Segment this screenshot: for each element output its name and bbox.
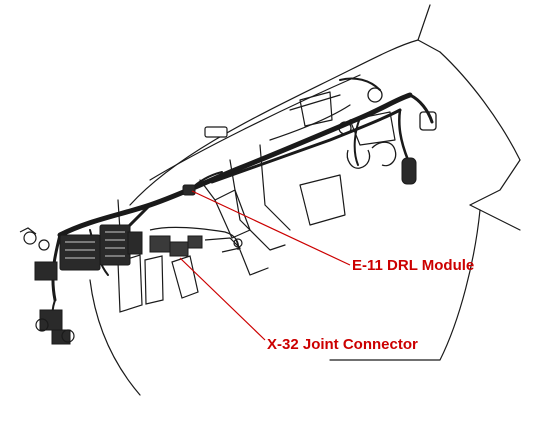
- center-connector-cluster: [149, 235, 203, 257]
- dashboard-outline: [89, 4, 521, 396]
- joint-connector-label: X-32 Joint Connector: [267, 336, 418, 353]
- pedals: [117, 254, 199, 313]
- drl-module: [182, 184, 196, 196]
- main-harness: [51, 77, 434, 341]
- left-connectors: [19, 227, 75, 343]
- joint-leader-line: [179, 257, 266, 341]
- right-plug: [401, 157, 417, 185]
- drl-module-label: E-11 DRL Module: [352, 257, 475, 274]
- center-wiring: [149, 226, 243, 253]
- junction-block: [34, 224, 143, 345]
- upper-connector: [204, 126, 228, 138]
- junction-block-detail: [65, 231, 125, 259]
- drl-leader-line: [191, 190, 351, 266]
- right-connectors: [338, 87, 437, 169]
